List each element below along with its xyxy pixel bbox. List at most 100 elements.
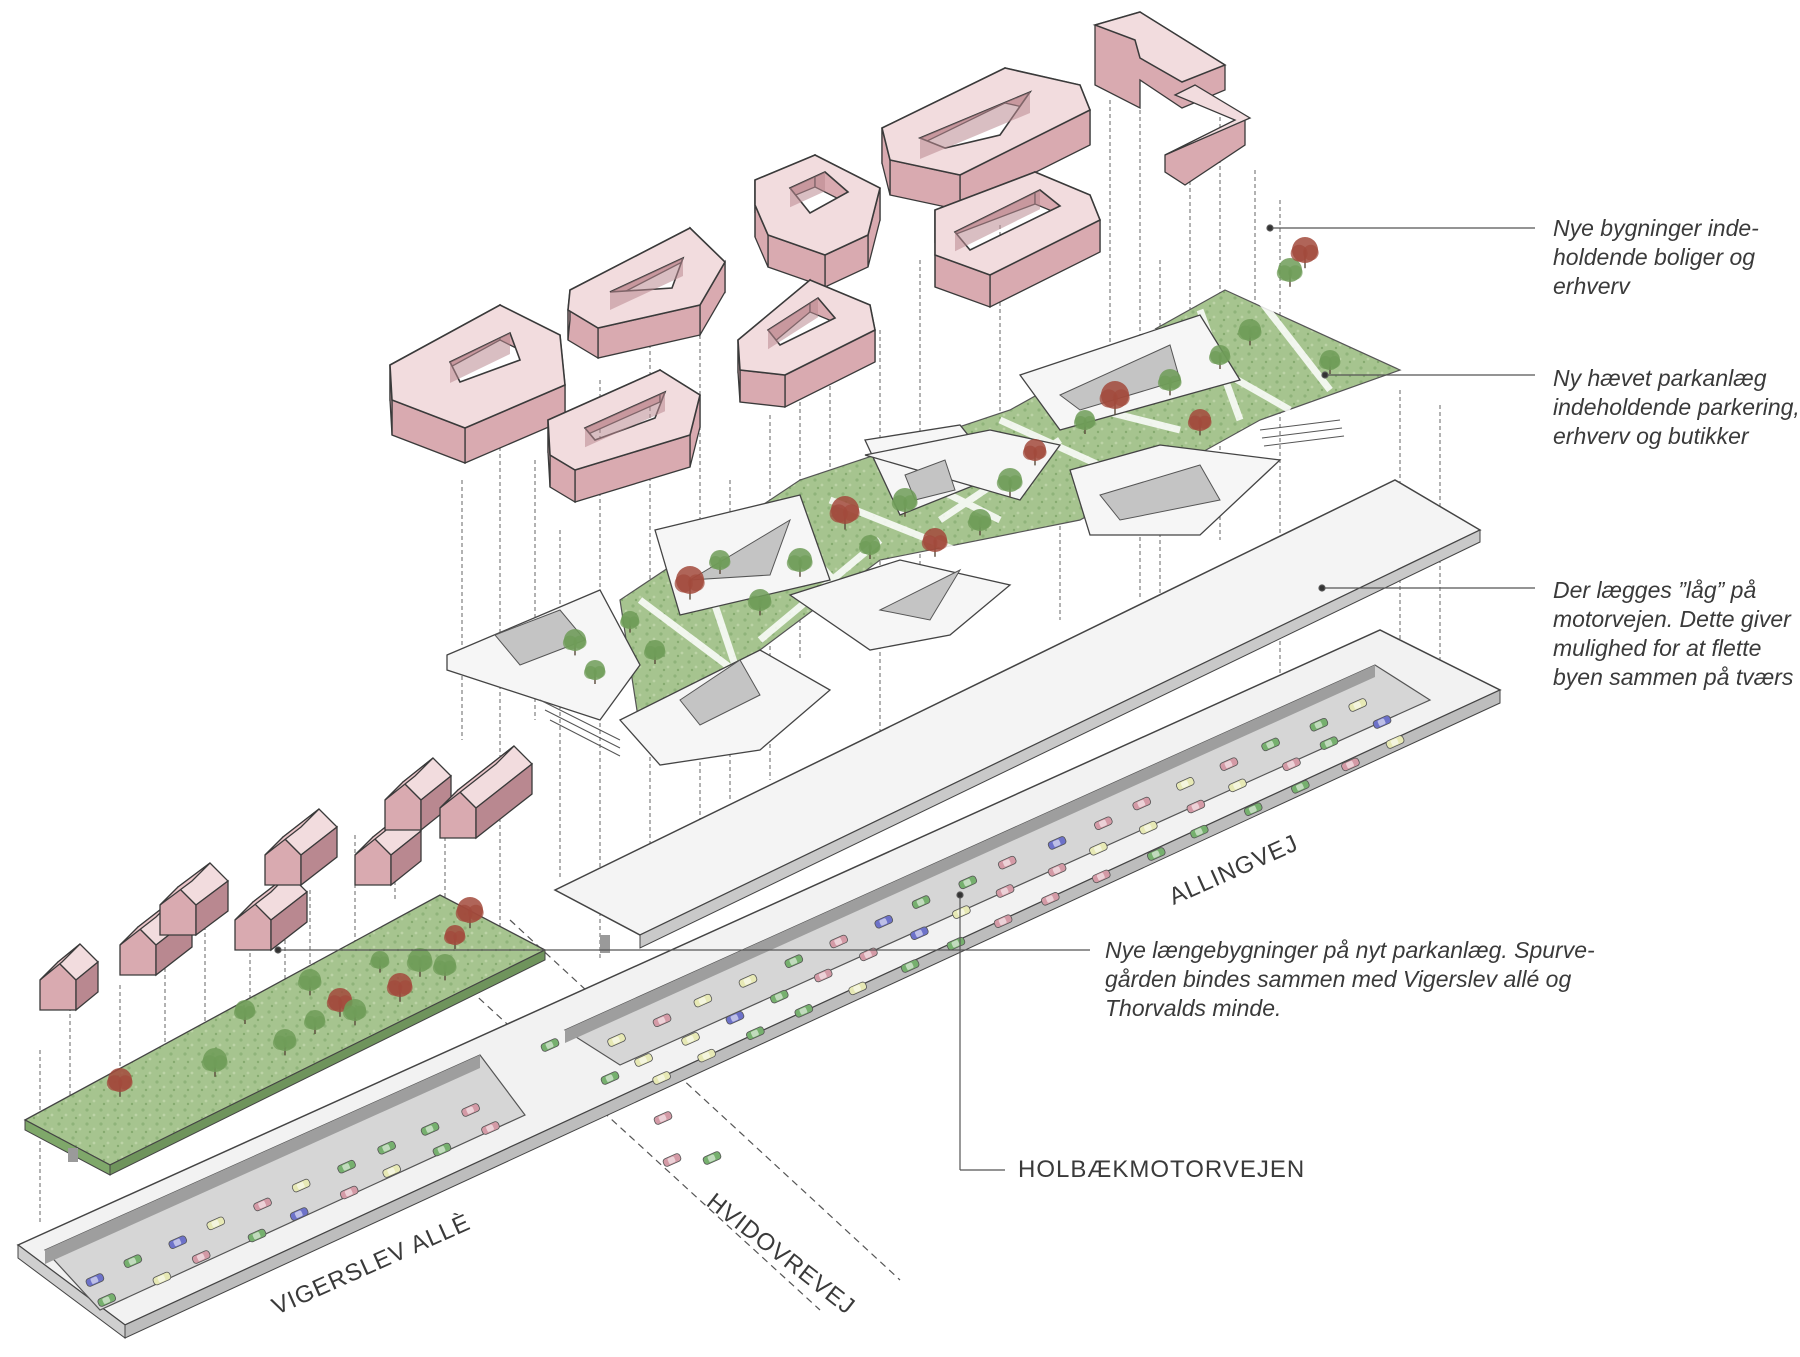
platform-roof-insets [494, 344, 1221, 726]
tree-icon [234, 1000, 256, 1024]
car-icon [725, 1010, 745, 1025]
car-icon [958, 875, 978, 890]
tree-icon [1022, 439, 1047, 466]
car-icon [1047, 863, 1067, 877]
car-icon [382, 1164, 401, 1178]
car-icon [993, 914, 1013, 928]
car-icon [1094, 816, 1113, 830]
gable-house-icon [159, 862, 229, 937]
tree-icon [709, 550, 731, 574]
tree-icon [406, 948, 433, 977]
tree-icon [297, 969, 322, 996]
car-icon [1282, 757, 1301, 772]
tree-icon [620, 611, 640, 633]
courtyard-building-icon [881, 66, 1092, 212]
car-icon [634, 1053, 653, 1067]
car-icon [1041, 892, 1060, 906]
tree-icon [304, 1010, 326, 1034]
courtyard-building-icon [389, 303, 566, 464]
car-icon [1089, 841, 1108, 856]
tree-icon [786, 548, 813, 577]
west-park-trees [106, 897, 484, 1097]
l-shaped-building-icon [1092, 11, 1252, 186]
tree-icon [1209, 345, 1231, 369]
car-icon [910, 926, 929, 941]
long-buildings [39, 745, 533, 1012]
trench-west-wall [45, 1055, 480, 1264]
lid-level [553, 479, 1482, 953]
tree-icon [1187, 409, 1212, 436]
west-park-front-edge [109, 949, 546, 1176]
gable-house-icon [384, 757, 452, 832]
car-icon [693, 993, 713, 1008]
car-icon [1319, 736, 1339, 750]
car-icon [432, 1142, 452, 1157]
motorway-label: HOLBÆKMOTORVEJEN [1018, 1156, 1306, 1183]
tree-icon [432, 954, 457, 981]
car-icon [997, 855, 1017, 870]
hvidovrevej-dashed-lines [469, 919, 901, 1311]
car-icon [784, 954, 804, 968]
lid-slab-edge [639, 529, 1481, 949]
car-icon [1190, 824, 1209, 839]
tree-icon [106, 1068, 133, 1097]
motorway-cars [85, 698, 1405, 1307]
car-icon [1348, 698, 1367, 712]
leader-lines [274, 224, 1535, 1171]
callout-raised-park: Ny hævet parkanlæg indeholdende parkerin… [1553, 365, 1800, 449]
tree-icon [891, 488, 918, 517]
tree-icon [201, 1048, 228, 1077]
car-icon [738, 974, 758, 988]
west-park-support [68, 1148, 78, 1162]
tree-icon [1157, 369, 1182, 396]
car-icon [653, 1111, 673, 1125]
car-icon [1219, 757, 1239, 771]
tree-icon [859, 535, 881, 559]
tree-icon [342, 999, 367, 1026]
courtyard-building-icon [737, 278, 876, 409]
car-icon [911, 895, 931, 909]
tree-icon [1276, 258, 1303, 287]
tree-icon [1319, 350, 1341, 374]
car-icon [289, 1207, 309, 1221]
car-icon [206, 1216, 226, 1231]
car-icon [813, 968, 833, 983]
car-icon [1186, 799, 1206, 814]
car-icon [697, 1048, 716, 1063]
tree-icon [829, 496, 860, 530]
car-icon [377, 1141, 396, 1155]
car-icon [600, 1071, 620, 1085]
car-icon [481, 1121, 500, 1135]
tree-icon [644, 640, 666, 664]
car-icon [681, 1032, 700, 1046]
tree-icon [967, 509, 992, 536]
car-icon [420, 1122, 440, 1136]
gable-house-icon [39, 943, 99, 1012]
car-icon [859, 947, 878, 962]
car-icon [97, 1293, 117, 1307]
car-icon [1261, 737, 1280, 752]
callout-new-buildings: Nye bygninger inde- holdende boliger og … [1553, 215, 1759, 299]
car-icon [168, 1235, 188, 1249]
courtyard-building-icon [934, 171, 1102, 309]
car-icon [191, 1250, 211, 1264]
car-icon [123, 1254, 143, 1268]
tree-icon [1099, 381, 1130, 415]
car-icon [652, 1013, 672, 1028]
tree-icon [272, 1029, 297, 1056]
car-icon [829, 934, 848, 949]
trench-east-wall [565, 665, 1375, 1043]
tree-icon [444, 925, 466, 949]
park-trees [562, 237, 1341, 684]
tree-icon [562, 629, 587, 656]
car-icon [900, 959, 920, 973]
car-icon [85, 1273, 105, 1287]
tree-icon [1074, 410, 1096, 434]
car-icon [1146, 847, 1166, 861]
courtyard-building-icon [567, 226, 727, 360]
car-icon [1309, 717, 1329, 732]
car-icon [1385, 735, 1405, 749]
car-icon [247, 1228, 267, 1243]
car-icon [1047, 836, 1067, 850]
